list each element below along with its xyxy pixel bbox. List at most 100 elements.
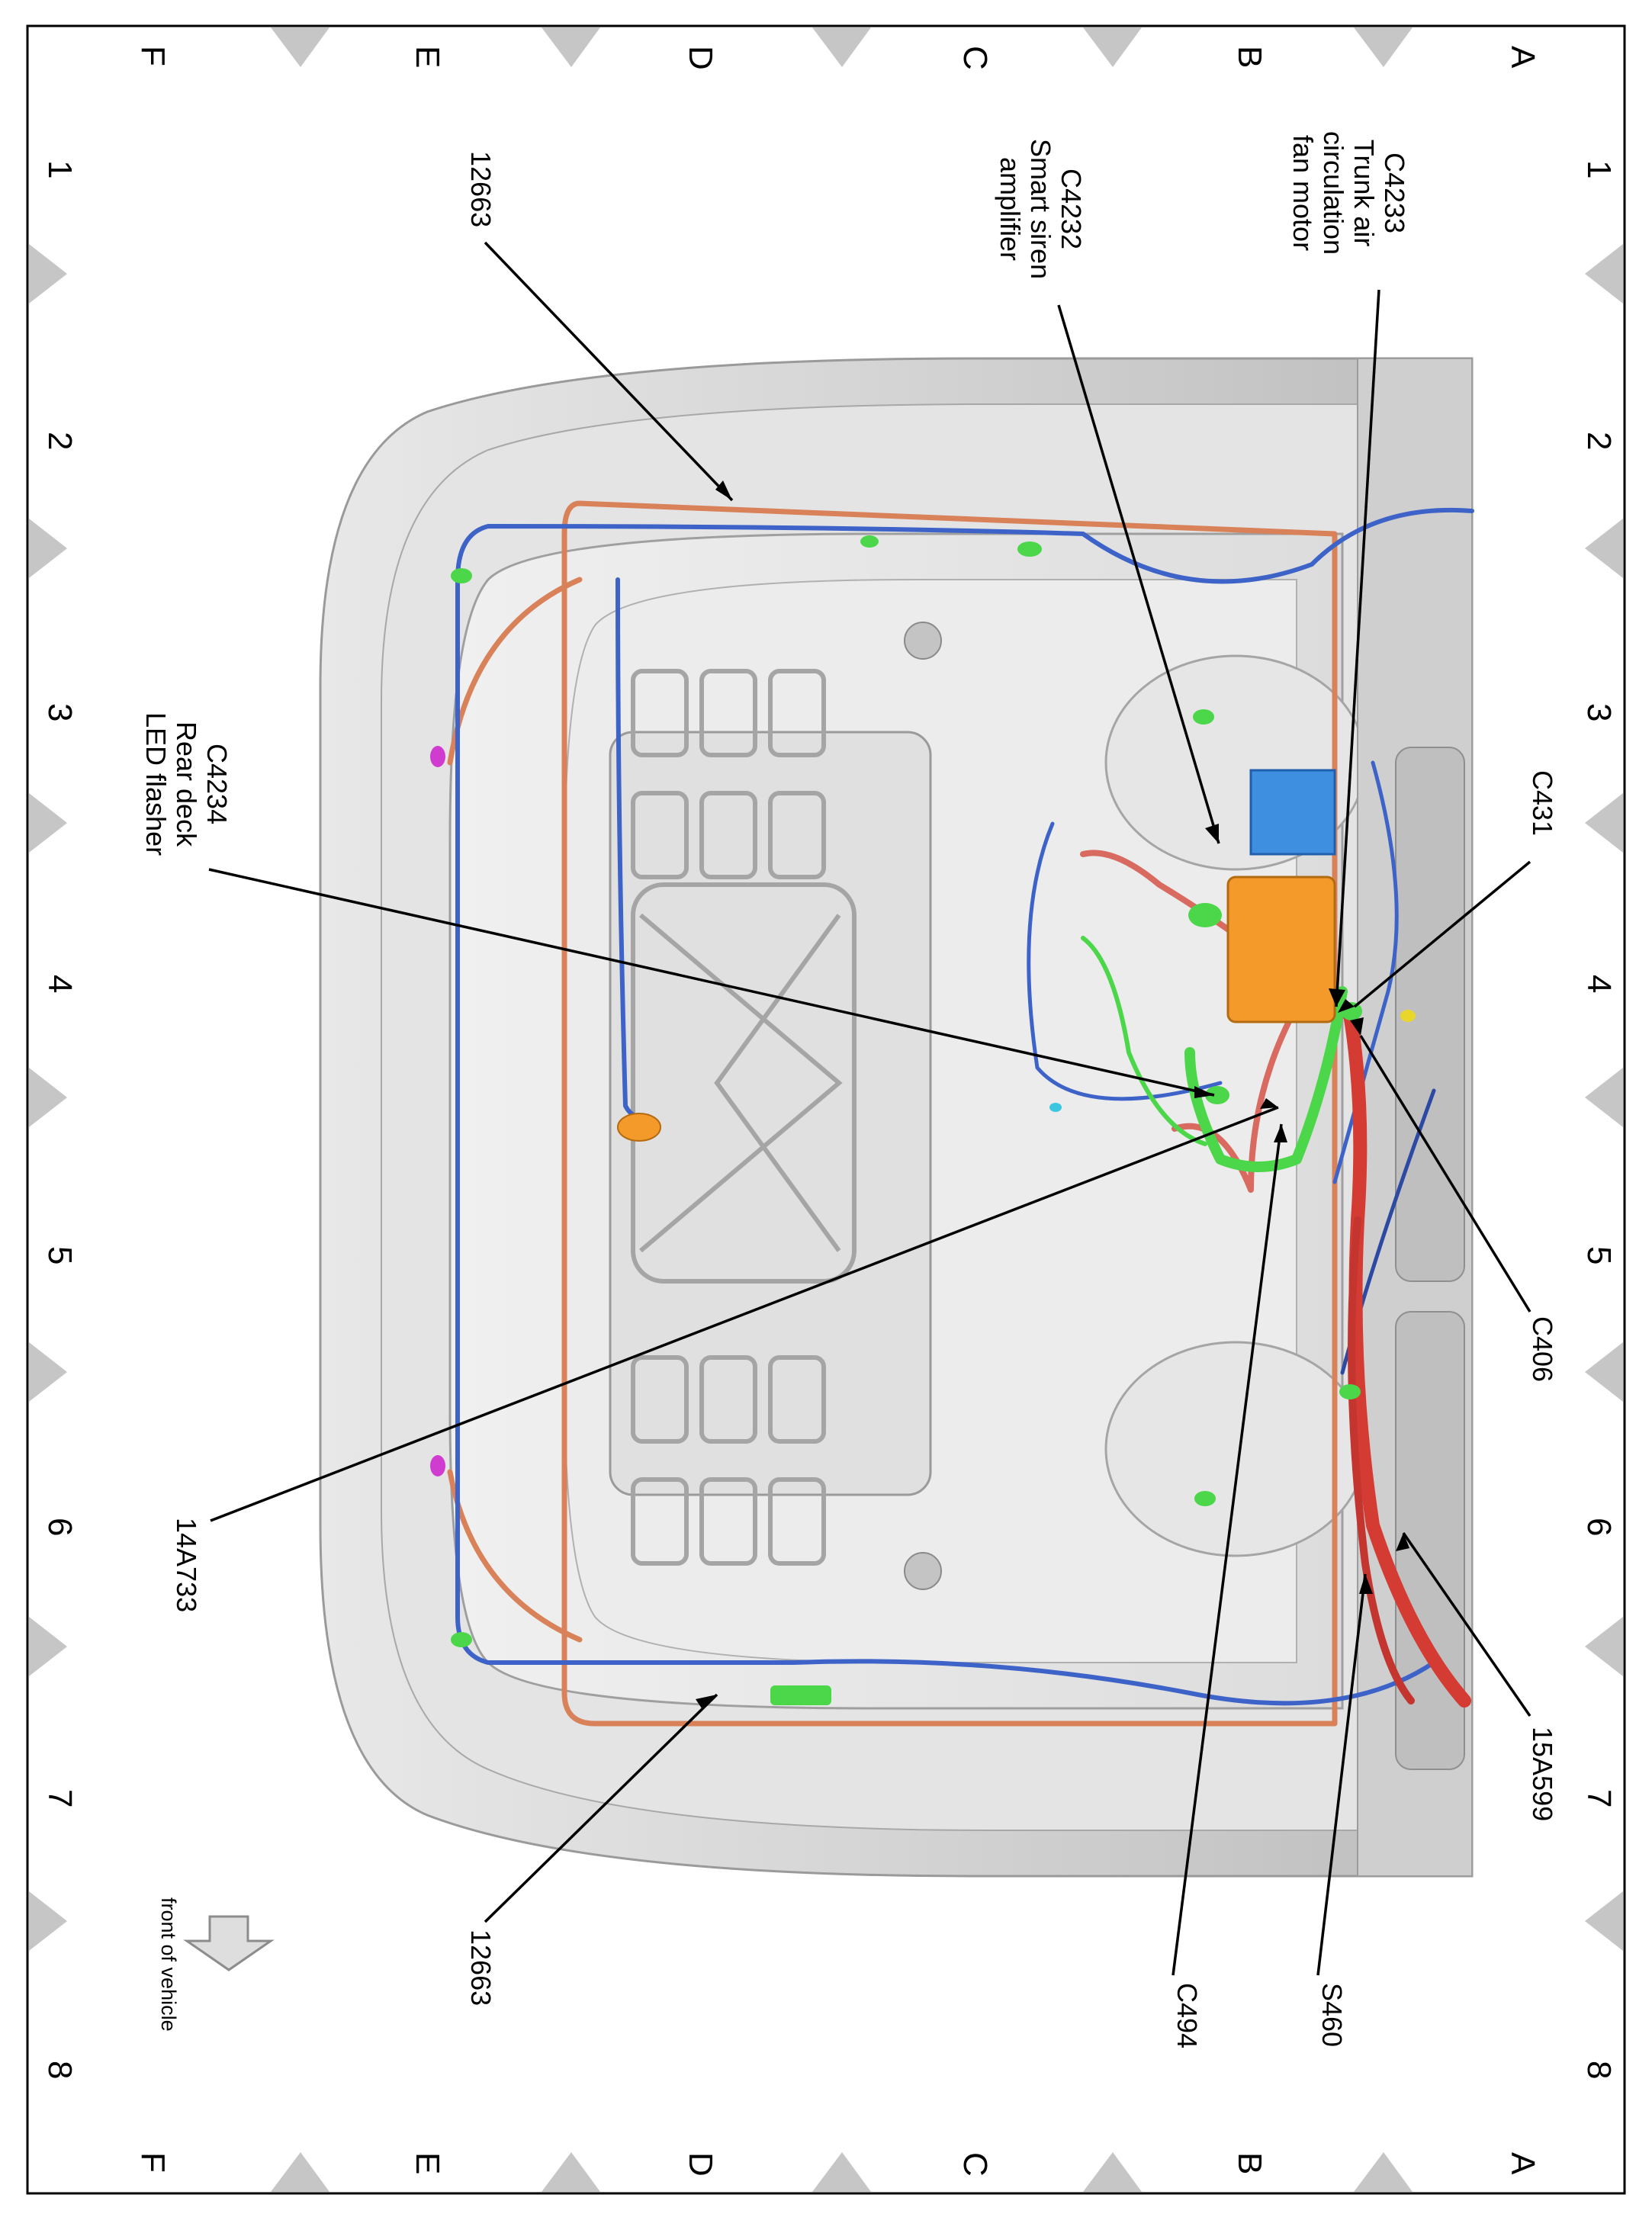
module-blue-smart-siren	[1249, 769, 1336, 856]
callout-12663-top: 12663	[465, 151, 497, 228]
callout-s460: S460	[1316, 1983, 1348, 2048]
grid-column-label: 1	[41, 160, 79, 179]
leader-c4234	[208, 868, 1215, 1097]
grid-marker	[812, 2152, 871, 2192]
panel-ribs	[631, 669, 857, 1566]
connector-green	[1188, 903, 1222, 927]
harness-red-branch	[1348, 1216, 1415, 1705]
callout-c431: C431	[1527, 770, 1558, 837]
grid-row-label: A	[1504, 2152, 1541, 2175]
grid-marker	[1354, 27, 1413, 67]
grid-row-label: A	[1504, 46, 1541, 69]
grid-marker	[542, 27, 600, 67]
leader-s460	[1316, 1573, 1367, 1976]
grid-column-label: 3	[1580, 703, 1618, 722]
grid-marker	[29, 1617, 67, 1676]
right-arrow-icon	[183, 1915, 275, 1971]
connector-green	[1194, 1491, 1216, 1506]
connector-yellow	[1400, 1010, 1416, 1022]
grid-marker	[1354, 2152, 1413, 2192]
callout-line: C4234	[201, 744, 233, 825]
grid-marker	[29, 244, 67, 304]
callout-line: fan motor	[1287, 135, 1319, 252]
grid-row-label: C	[956, 46, 994, 70]
leader-arrowheads	[696, 480, 1409, 1708]
grid-column-label: 3	[41, 703, 79, 722]
leader-lines	[208, 241, 1531, 1976]
grid-column-label: 6	[1580, 1518, 1618, 1537]
callout-line: LED flasher	[140, 712, 172, 856]
grid-marker	[542, 2152, 600, 2192]
harness-12663	[561, 500, 1338, 1727]
callout-line: Rear deck	[171, 721, 202, 847]
harness-blue-branch	[1027, 821, 1223, 1101]
seat-cushion	[1395, 1311, 1465, 1770]
grid-column-label: 6	[41, 1518, 79, 1537]
grid-marker	[29, 519, 67, 578]
leader-14a733	[210, 1106, 1279, 1522]
grid-marker	[1585, 1891, 1623, 1951]
callout-c4233: C4233 Trunk air circulation fan motor	[1287, 131, 1410, 255]
grid-row-label: E	[409, 2152, 446, 2175]
leader-12663-bottom	[484, 1693, 718, 1923]
connector-magenta	[430, 746, 445, 767]
grid-marker	[29, 1342, 67, 1402]
connector-green	[1205, 1086, 1229, 1104]
grid-row-label: D	[682, 46, 719, 70]
harness-green-branch	[1081, 936, 1207, 1146]
connector-green	[451, 568, 472, 583]
callout-c4232: C4232 Smart siren amplifier	[995, 139, 1087, 280]
grid-column-label: 2	[1580, 432, 1618, 451]
callout-c406: C406	[1527, 1316, 1558, 1383]
vehicle-rear-body	[319, 357, 1474, 1878]
mount-bolt	[904, 622, 942, 660]
callout-12663-bottom: 12663	[465, 1929, 497, 2007]
callout-line: Trunk air	[1348, 139, 1380, 247]
connector-green	[1193, 709, 1214, 725]
grid-marker	[29, 1068, 67, 1127]
grid-marker	[271, 2152, 329, 2192]
grid-column-label: 2	[41, 432, 79, 451]
grid-column-label: 8	[1580, 2061, 1618, 2080]
grid-column-label: 5	[1580, 1246, 1618, 1265]
mount-bolt	[904, 1552, 942, 1590]
callout-c494: C494	[1172, 1983, 1203, 2049]
grid-marker	[1585, 793, 1623, 853]
grid-marker	[1585, 244, 1623, 304]
grid-column-label: 1	[1580, 160, 1618, 179]
grid-markers	[29, 27, 1623, 2192]
callout-line: amplifier	[995, 157, 1026, 262]
callout-15a599: 15A599	[1527, 1727, 1558, 1822]
grid-row-label: D	[682, 2152, 719, 2177]
components	[430, 535, 1416, 1705]
grid-row-label: B	[1231, 46, 1268, 69]
callout-line: C4233	[1379, 152, 1410, 234]
grid-marker	[271, 27, 329, 67]
grid-row-label: C	[956, 2152, 994, 2177]
leader-c494	[1172, 1123, 1283, 1976]
leader-c4233	[1335, 289, 1380, 1007]
connector-green	[1339, 1384, 1361, 1399]
grid-row-label: F	[134, 46, 172, 66]
callout-line: Smart siren	[1025, 139, 1056, 280]
grid-column-label: 7	[41, 1789, 79, 1808]
grid-marker	[812, 27, 871, 67]
connector-magenta	[430, 1455, 445, 1476]
grid-marker	[1585, 519, 1623, 578]
module-orange	[1226, 876, 1336, 1023]
grid-marker	[1083, 2152, 1142, 2192]
connector-orange	[617, 1113, 661, 1142]
leader-c406	[1359, 1035, 1531, 1313]
connector-cyan	[1049, 1103, 1062, 1112]
grid-row-label: E	[409, 46, 446, 69]
grid-row-label: B	[1231, 2152, 1268, 2175]
harness-14a733	[1184, 986, 1348, 1172]
grid-row-label: F	[134, 2152, 172, 2173]
connector-green	[451, 1632, 472, 1647]
callout-line: C4232	[1056, 168, 1087, 250]
grid-column-label: 7	[1580, 1789, 1618, 1808]
grid-marker	[1585, 1342, 1623, 1402]
callout-14a733: 14A733	[171, 1518, 202, 1613]
